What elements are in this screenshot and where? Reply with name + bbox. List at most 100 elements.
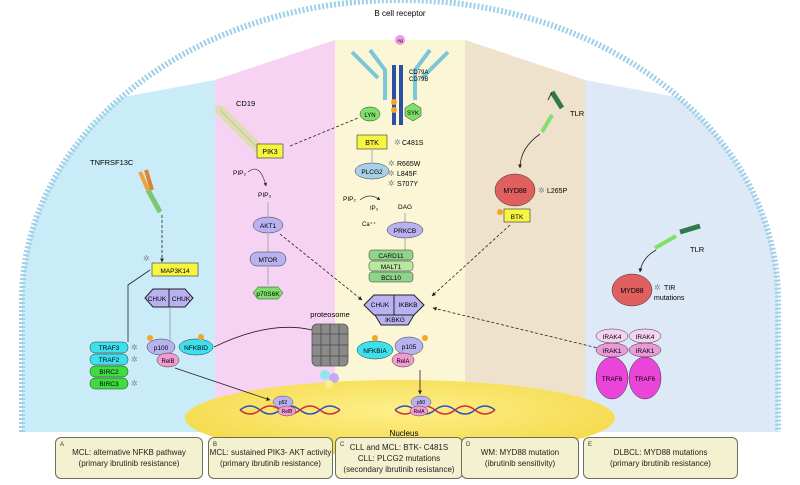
phospho-marker [391,99,397,105]
irak4-label-a: IRAK4 [603,334,622,341]
myd88-node-d [494,173,536,207]
pik3-box [256,143,284,159]
cd79a-label: CD79A [409,70,428,76]
nfkbia-label: NFKBIA [363,348,387,355]
caption-panel-b: B MCL: sustained PIK3- AKT activity (pri… [208,437,333,479]
chuk-ikk-label: CHUK [371,302,390,309]
bcr-label: B cell receptor [374,9,425,18]
card11-label: CARD11 [378,253,404,260]
ikbkg-node [374,314,415,326]
birc3-label: BIRC3 [99,381,119,388]
malt1-label: MALT1 [381,264,402,271]
pik3-label: PIK3 [262,149,277,156]
proteosome-label: proteosome [310,310,350,319]
traf6-node-a [595,356,629,400]
pip2-arrow [359,195,381,201]
pip2-label-b: PIP₂ [233,170,246,177]
caption-panel-c: C CLL and MCL: BTK- C481S CLL: PLCG2 mut… [335,437,463,479]
btk-to-ikk-arrow [431,224,511,297]
tnfrsf13c-label: TNFRSF13C [90,158,134,167]
mutation-star-icon: ✲ [143,254,150,263]
proteosome-icon [311,323,349,367]
malt1-box [368,260,414,272]
irak1-label-a: IRAK1 [603,348,622,355]
cd79a-chain [392,65,396,125]
caption-line: WM: MYD88 mutation [480,448,560,457]
irak1-label-b: IRAK1 [636,348,655,355]
caption-line: (ibrutinib sensitivity) [484,459,556,468]
relb-node [156,352,180,368]
akt1-node [252,216,284,234]
caption-letter: E [588,442,593,448]
caption-line: CLL and MCL: BTK- C481S [349,443,449,452]
tlr-right-receptor [654,223,701,250]
tnfrsf13c-receptor [138,169,163,214]
lyn-to-pik3-link [289,117,359,147]
traf6-node-b [628,356,662,400]
cd79b-label: CD79B [409,77,428,83]
caption-panel-a: A MCL: alternative NFKB pathway (primary… [55,437,203,479]
myd88-label-d: MYD88 [503,188,526,195]
p52-label: p52 [279,400,288,406]
ikk-complex: CHUK IKBKB IKBKG [363,294,425,326]
ikbkg-label: IKBKG [385,317,405,324]
mutation-star-icon: ✲ [654,283,661,292]
caption-line: (secondary ibrutinib resistance) [343,465,455,474]
ip3-label: IP₃ [370,206,379,212]
myd88-label-e: MYD88 [620,288,643,295]
rela-nuclear-label: RelA [414,409,426,415]
mtor-label: MTOR [258,257,277,264]
caption-letter: C [340,442,345,448]
plcg2-label: PLCG2 [361,169,383,176]
tlr-to-myd88-arrow [518,133,541,169]
traf6-label-a: TRAF6 [602,376,623,383]
relb-nuclear-node [277,405,297,417]
phospho-marker [147,335,153,341]
antigen [395,35,405,45]
prkcb-label: PRKCB [394,228,416,235]
nfkbid-label: NFKBID [184,345,208,352]
fragment-icon [320,370,330,380]
p70s6k-label: p70S6K [256,291,280,298]
ikbkb-label: IKBKB [398,302,417,309]
lyn-node [359,106,381,122]
tlr-right-label: TLR [690,245,705,254]
ca-label: Ca⁺⁺ [362,221,376,228]
irak4-label-b: IRAK4 [636,334,655,341]
phospho-marker [422,335,428,341]
pip2-label-c: PIP₂ [343,196,356,203]
caption-letter: D [466,442,471,448]
btk-label: BTK [365,140,379,147]
caption-line: (primary ibrutinib resistance) [610,459,711,468]
myd88-node-e [611,273,653,307]
mutation-star-icon: ✲ [388,159,395,168]
plcg2-node [354,162,390,180]
chuk-node-2 [168,288,194,308]
traf2-box [89,353,129,366]
akt1-label: AKT1 [260,223,277,230]
nfkbid-node [178,338,214,356]
mutation-star-icon: ✲ [388,169,395,178]
relb-label: RelB [161,359,174,365]
bcl10-box [368,271,414,283]
nuclear-translocation-arrow-a [174,367,271,401]
plcg2-mutation-2: L845F [397,171,417,178]
birc3-box [89,377,129,390]
phospho-marker [391,107,397,113]
phospho-marker [497,209,503,215]
mutation-star-icon: ✲ [131,355,138,364]
mtor-node [249,251,287,267]
mutation-star-icon: ✲ [131,343,138,352]
pip3-label: PIP₃ [258,192,271,199]
fragment-icon [325,380,333,388]
nfkbid-to-proteosome-arrow [213,326,313,348]
btk-mutation-label: C481S [402,140,424,147]
cell-membrane [19,0,781,432]
bcl10-label: BCL10 [381,275,401,282]
birc2-label: BIRC2 [99,369,119,376]
nucleus-label: Nucleus [390,429,419,438]
cd19-label: CD19 [236,99,255,108]
syk-label: SYK [407,111,419,117]
